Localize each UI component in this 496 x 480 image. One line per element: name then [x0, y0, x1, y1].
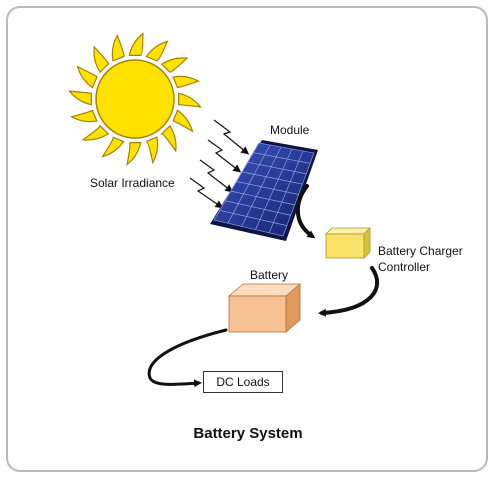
- charger-label-line1: Battery Charger: [378, 244, 463, 258]
- battery-box-icon: [227, 283, 302, 333]
- panel-grid-line: [268, 150, 304, 233]
- sun-ray: [128, 32, 144, 56]
- lightning-arrow-icon: [189, 119, 250, 209]
- charger-label-line2: Controller: [378, 260, 431, 274]
- sun-ray: [178, 92, 202, 108]
- panel-grid-line: [227, 144, 271, 224]
- sun-ray: [68, 90, 93, 106]
- sun-ray: [93, 45, 110, 74]
- sun-ray: [172, 109, 194, 133]
- module-label: Module: [270, 123, 310, 137]
- panel-grid-line: [225, 200, 291, 216]
- panel-grid-line: [236, 181, 299, 195]
- solar-irradiance-label: Solar Irradiance: [90, 176, 175, 190]
- sun-ray: [160, 57, 189, 73]
- dc-loads-box: DC Loads: [203, 371, 283, 393]
- sun-ray: [76, 65, 98, 89]
- sun-ray: [81, 125, 110, 141]
- panel-grid-line: [255, 148, 293, 230]
- panel-grid-line: [242, 171, 303, 185]
- sun-ray: [111, 34, 125, 62]
- panel-grid-line: [241, 146, 282, 227]
- sun-ray: [172, 75, 201, 89]
- sun-ray: [69, 109, 98, 123]
- flow-arrow-icon: [147, 184, 380, 388]
- diagram-title: Battery System: [193, 425, 303, 442]
- sun-ray: [126, 142, 142, 167]
- sun-ray: [160, 124, 177, 153]
- sun-ray: [146, 136, 159, 165]
- panel-grid-line: [247, 161, 307, 175]
- solar-panel-icon: [210, 140, 318, 241]
- sun-icon: [68, 32, 202, 167]
- diagram-frame: [6, 6, 488, 472]
- panel-grid-line: [219, 210, 287, 226]
- panel-grid-line: [230, 190, 295, 206]
- charger-box-icon: [325, 227, 371, 259]
- battery-label: Battery: [250, 268, 289, 282]
- charger-controller-label: Battery Charger Controller: [378, 243, 463, 275]
- panel-grid-line: [253, 152, 311, 164]
- sun-ray: [101, 136, 125, 158]
- sun-ray: [145, 40, 169, 62]
